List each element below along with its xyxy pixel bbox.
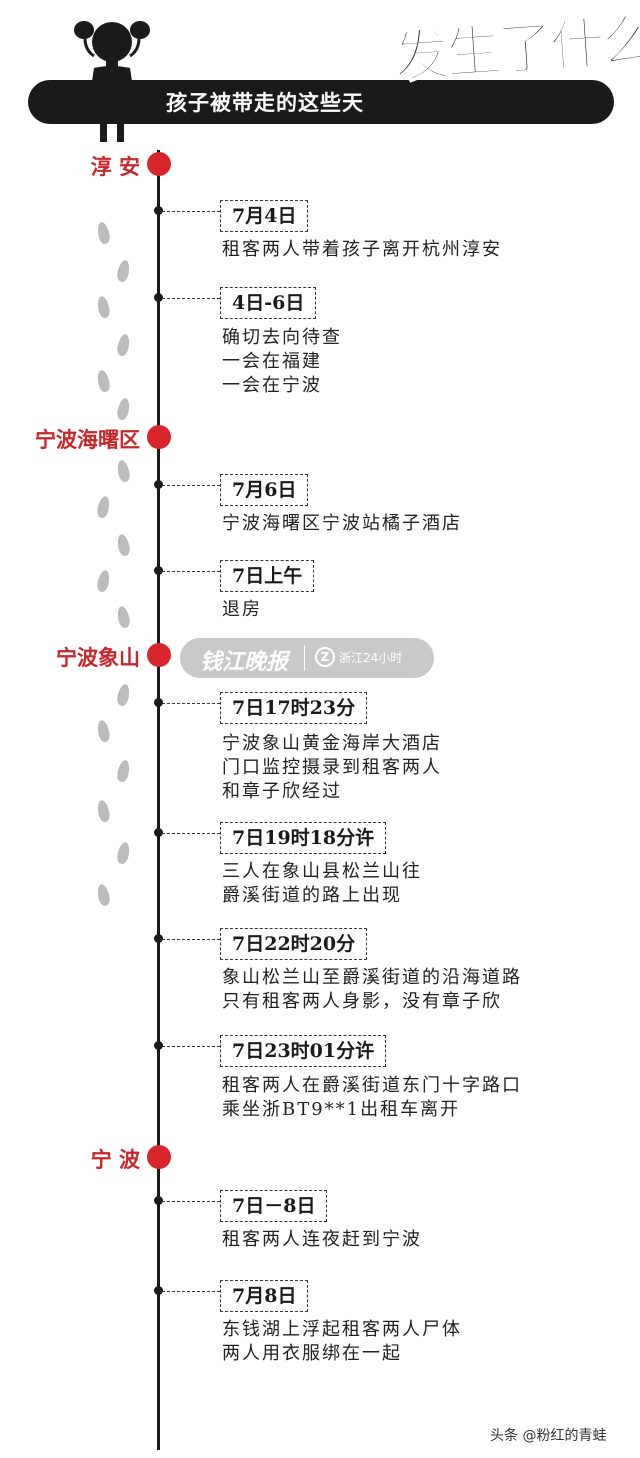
event-description: 东钱湖上浮起租客两人尸体两人用衣服绑在一起 bbox=[222, 1319, 462, 1364]
event-connector bbox=[162, 485, 220, 486]
location-label-ningbo: 宁 波 bbox=[90, 1147, 140, 1172]
footprint-icon bbox=[115, 605, 132, 629]
location-label-haishu: 宁波海曙区 bbox=[35, 427, 140, 452]
event-date: 4日-6日 bbox=[220, 287, 317, 319]
location-dot-haishu bbox=[147, 425, 171, 449]
event-dot bbox=[154, 1196, 163, 1205]
event-connector bbox=[162, 703, 220, 704]
event-dot bbox=[154, 934, 163, 943]
location-dot-chunan bbox=[147, 152, 171, 176]
event-dot bbox=[154, 566, 163, 575]
footprint-icon bbox=[115, 683, 132, 707]
footprint-icon bbox=[95, 799, 112, 823]
watermark-divider bbox=[304, 645, 305, 671]
footer-credit: 头条 @粉红的青蛙 bbox=[490, 1428, 607, 1444]
event-description: 租客两人在爵溪街道东门十字路口乘坐浙BT9**1出租车离开 bbox=[222, 1075, 522, 1120]
event-description: 租客两人连夜赶到宁波 bbox=[222, 1229, 422, 1250]
footprint-icon bbox=[95, 883, 112, 907]
event-description: 三人在象山县松兰山往爵溪街道的路上出现 bbox=[222, 861, 422, 906]
footprint-icon bbox=[115, 459, 132, 483]
event-dot bbox=[154, 828, 163, 837]
footprint-icon bbox=[115, 259, 132, 283]
event-dot bbox=[154, 1041, 163, 1050]
event-date: 7日17时23分 bbox=[220, 692, 368, 724]
location-dot-xiangshan bbox=[147, 643, 171, 667]
footprint-icon bbox=[95, 221, 112, 245]
watermark-brand: 钱江晚报 bbox=[200, 649, 289, 675]
location-label-chunan: 淳 安 bbox=[90, 154, 140, 179]
event-dot bbox=[154, 206, 163, 215]
event-date: 7日上午 bbox=[220, 560, 315, 592]
footprint-icon bbox=[115, 333, 132, 357]
footprint-icon bbox=[95, 569, 112, 593]
event-dot bbox=[154, 480, 163, 489]
event-connector bbox=[162, 1291, 220, 1292]
footprint-icon bbox=[115, 841, 132, 865]
event-date: 7月6日 bbox=[220, 474, 309, 506]
location-dot-ningbo bbox=[147, 1145, 171, 1169]
watermark-sub: 浙江24小时 bbox=[339, 651, 403, 665]
event-connector bbox=[162, 298, 220, 299]
event-description: 租客两人带着孩子离开杭州淳安 bbox=[222, 239, 502, 260]
event-description: 宁波象山黄金海岸大酒店门口监控摄录到租客两人和章子欣经过 bbox=[222, 733, 442, 802]
event-connector bbox=[162, 1046, 220, 1047]
header-title: 孩子被带走的这些天 bbox=[166, 90, 364, 115]
event-date: 7日－8日 bbox=[220, 1190, 328, 1222]
event-description: 宁波海曙区宁波站橘子酒店 bbox=[222, 513, 462, 534]
event-date: 7月8日 bbox=[220, 1280, 309, 1312]
event-connector bbox=[162, 571, 220, 572]
header-bar bbox=[28, 80, 614, 124]
event-description: 确切去向待查一会在福建一会在宁波 bbox=[222, 327, 342, 396]
event-date: 7日19时18分许 bbox=[220, 822, 387, 854]
event-connector bbox=[162, 211, 220, 212]
event-dot bbox=[154, 698, 163, 707]
watermark-circle-icon: Z bbox=[315, 647, 335, 667]
event-connector bbox=[162, 1201, 220, 1202]
footprint-icon bbox=[95, 495, 112, 519]
footprint-icon bbox=[95, 295, 112, 319]
footprint-icon bbox=[115, 759, 132, 783]
event-description: 退房 bbox=[222, 599, 262, 620]
watermark-badge bbox=[180, 638, 434, 678]
event-dot bbox=[154, 293, 163, 302]
event-connector bbox=[162, 939, 220, 940]
footprint-icon bbox=[95, 369, 112, 393]
timeline-line bbox=[157, 150, 160, 1450]
event-date: 7日22时20分 bbox=[220, 928, 368, 960]
footprint-icon bbox=[95, 719, 112, 743]
event-connector bbox=[162, 833, 220, 834]
event-description: 象山松兰山至爵溪街道的沿海道路只有租客两人身影，没有章子欣 bbox=[222, 967, 522, 1012]
footprint-icon bbox=[115, 397, 132, 421]
event-date: 7月4日 bbox=[220, 200, 309, 232]
footprint-icon bbox=[115, 533, 132, 557]
event-date: 7日23时01分许 bbox=[220, 1035, 387, 1067]
event-dot bbox=[154, 1286, 163, 1295]
location-label-xiangshan: 宁波象山 bbox=[56, 645, 140, 670]
header-script-title: 发生了什么? bbox=[391, 4, 640, 92]
